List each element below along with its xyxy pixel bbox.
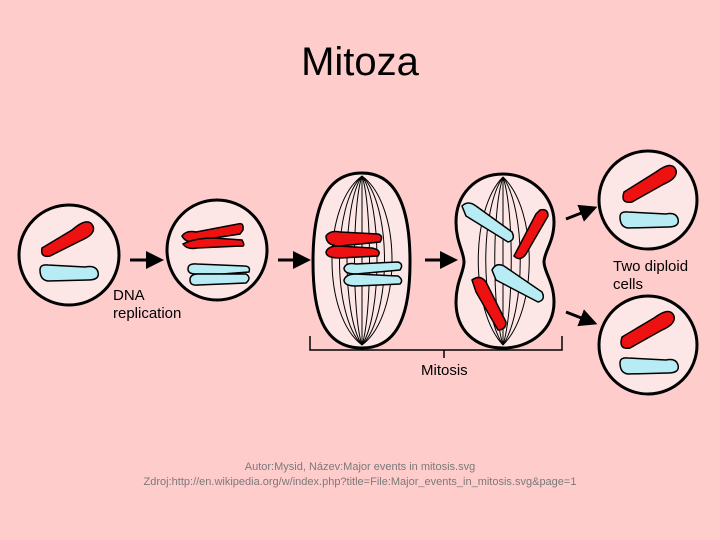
- red-chromosome: [622, 164, 677, 204]
- blue-chromatid: [187, 263, 251, 275]
- credit-author: Autor:Mysid, Název:Major events in mitos…: [244, 461, 476, 473]
- replicated-cell: [165, 198, 269, 302]
- arrow-up-right: [565, 204, 598, 222]
- blue-chromatid: [491, 263, 545, 303]
- label-dna-replication: DNA replication: [113, 287, 182, 322]
- red-chromatid: [325, 230, 383, 247]
- initial-cell: [17, 203, 121, 307]
- anaphase-cell: [454, 172, 556, 350]
- red-chromatid: [181, 237, 245, 250]
- daughter-cell-bottom: [597, 294, 699, 396]
- metaphase-cell: [311, 171, 412, 350]
- red-chromosome: [620, 310, 675, 350]
- red-chromosome: [40, 221, 95, 258]
- label-mitosis: Mitosis: [421, 362, 468, 379]
- arrow-down-right: [565, 309, 598, 327]
- blue-chromosome: [39, 264, 100, 282]
- blue-chromatid: [343, 273, 403, 287]
- blue-chromatid: [189, 273, 250, 286]
- red-chromatid: [513, 208, 549, 260]
- red-chromatid: [325, 245, 380, 259]
- blue-chromatid: [461, 202, 515, 243]
- credit-source: Zdroj:http://en.wikipedia.org/w/index.ph…: [143, 476, 577, 488]
- red-chromatid: [471, 276, 507, 331]
- label-two-diploid-cells: Two diploid cells: [613, 258, 689, 293]
- slide-title: Mitoza: [301, 40, 419, 84]
- daughter-cell-top: [597, 149, 699, 251]
- blue-chromosome: [619, 211, 680, 229]
- blue-chromatid: [343, 261, 403, 275]
- mitosis-bracket: [309, 336, 563, 358]
- blue-chromosome: [619, 357, 680, 375]
